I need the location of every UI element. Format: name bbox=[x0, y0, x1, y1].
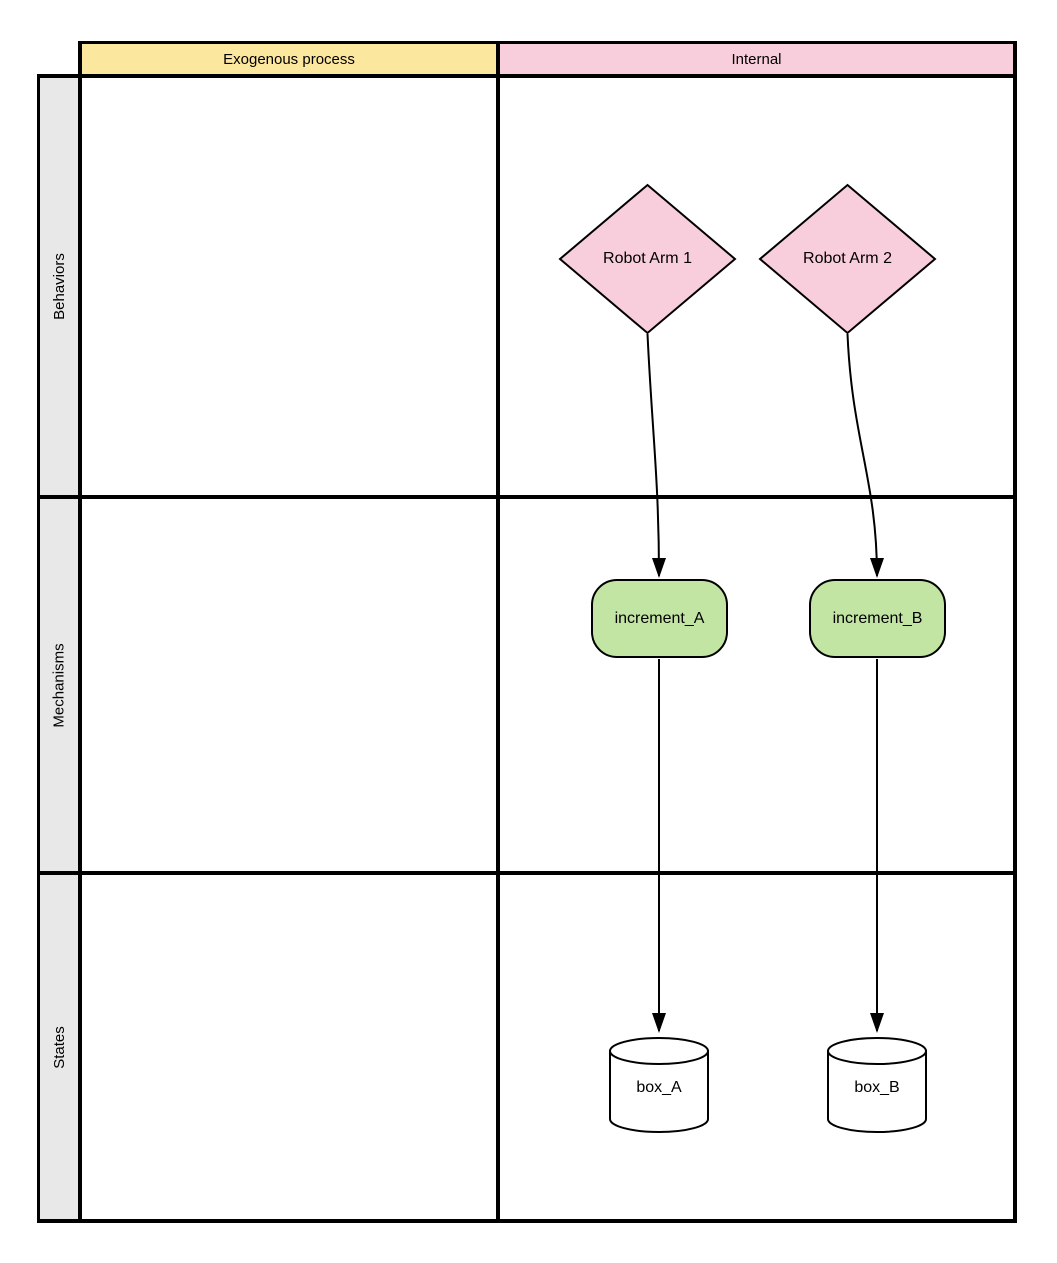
node-robot-arm-1-diamond[interactable] bbox=[558, 183, 737, 335]
grid-line-outer-right bbox=[1013, 41, 1017, 1223]
grid-line-label-column-right bbox=[78, 41, 82, 1223]
node-increment-a-rect[interactable] bbox=[591, 579, 728, 658]
node-box-a-cylinder[interactable] bbox=[609, 1037, 709, 1133]
grid-line-bottom bbox=[37, 1219, 1017, 1223]
column-header-exogenous: Exogenous process bbox=[80, 42, 498, 76]
row-header-mechanisms: Mechanisms bbox=[38, 497, 80, 873]
node-increment-b-rect[interactable] bbox=[809, 579, 946, 658]
column-header-exogenous-label: Exogenous process bbox=[223, 50, 355, 68]
grid-line-header-bottom bbox=[37, 74, 1017, 78]
column-header-internal: Internal bbox=[498, 42, 1015, 76]
node-box-b-cylinder[interactable] bbox=[827, 1037, 927, 1133]
grid-line-outer-left bbox=[37, 74, 40, 1223]
grid-line-row-divider-1 bbox=[37, 495, 1017, 499]
row-header-states: States bbox=[38, 873, 80, 1222]
grid-line-column-divider bbox=[496, 41, 500, 1223]
row-header-behaviors: Behaviors bbox=[38, 76, 80, 497]
node-robot-arm-2-diamond[interactable] bbox=[758, 183, 937, 335]
column-header-internal-label: Internal bbox=[731, 50, 782, 68]
grid-line-header-top bbox=[78, 41, 1015, 44]
grid-line-row-divider-2 bbox=[37, 871, 1017, 875]
edge-robot-arm-1-to-increment-a[interactable] bbox=[646, 333, 666, 578]
edge-robot-arm-2-to-increment-b[interactable] bbox=[846, 333, 884, 578]
